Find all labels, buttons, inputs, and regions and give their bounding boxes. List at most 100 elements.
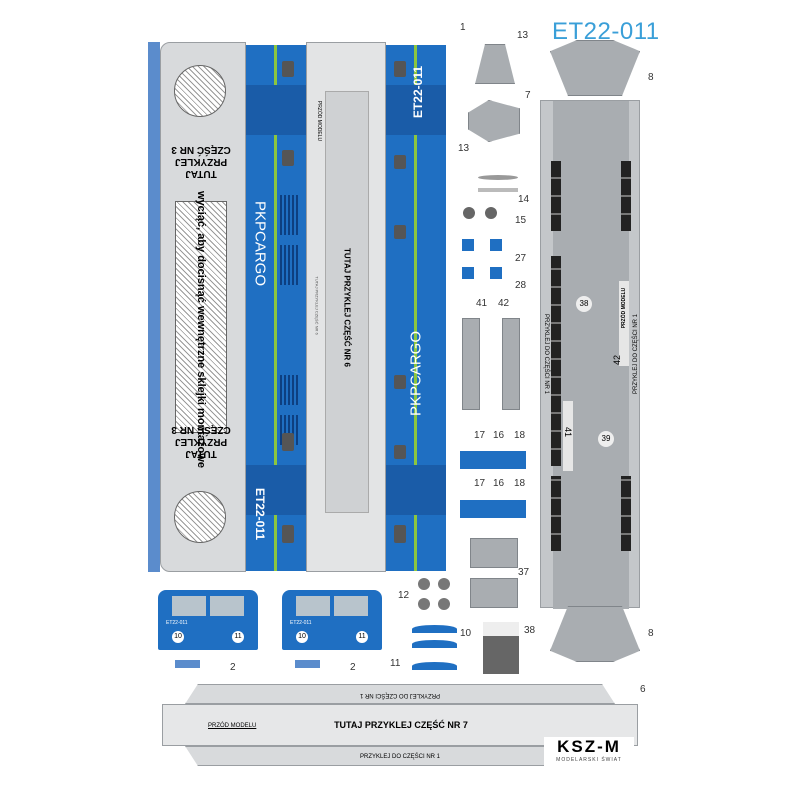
label-line: PRZYKLEJ bbox=[174, 436, 228, 447]
part7-floor: 38 39 41 42 PRZÓD MODELU PRZYKLEJ DO CZĘ… bbox=[540, 100, 640, 609]
loco-number: ET22-011 bbox=[411, 65, 425, 119]
cab-shade bbox=[246, 465, 306, 515]
marker-38: 38 bbox=[576, 296, 592, 312]
roof-inner bbox=[325, 91, 369, 513]
cab-window bbox=[210, 596, 244, 616]
part-number: 27 bbox=[515, 253, 527, 264]
part8-bottom bbox=[550, 606, 640, 662]
cab-marker-11: 11 bbox=[232, 631, 244, 643]
part6-top-flap: PRZYKLEJ DO CZĘŚCI NR 1 bbox=[185, 684, 615, 704]
floor-side-label-left: PRZYKLEJ DO CZĘŚCI NR 1 bbox=[543, 313, 549, 394]
part3-glue-label-top: TUTAJ PRZYKLEJ CZĘŚĆ NR 3 bbox=[151, 143, 251, 179]
label-line: PRZYKLEJ bbox=[174, 156, 228, 167]
part-number: 17 bbox=[474, 430, 486, 441]
window bbox=[394, 445, 406, 459]
window bbox=[282, 525, 294, 543]
vent bbox=[551, 256, 561, 466]
part6-bottom-label: PRZYKLEJ DO CZĘŚCI NR 1 bbox=[359, 754, 440, 760]
part15 bbox=[463, 207, 475, 219]
brand-label: PKPCARGO bbox=[407, 330, 425, 417]
ksz-m-logo: KSZ-M MODELARSKI ŚWIAT bbox=[544, 737, 634, 773]
part-number: 1 bbox=[460, 22, 466, 33]
part6-top-label: PRZYKLEJ DO CZĘŚCI NR 1 bbox=[360, 692, 441, 698]
part6-front-label: PRZÓD MODELU bbox=[208, 723, 257, 729]
vent bbox=[621, 476, 631, 551]
front-label: PRZÓD MODELU bbox=[316, 100, 322, 142]
cab-shade bbox=[246, 85, 306, 135]
cutout-circle-bottom bbox=[174, 491, 226, 543]
part28 bbox=[462, 267, 474, 279]
part14 bbox=[478, 188, 518, 192]
label-line: TUTAJ bbox=[185, 168, 217, 179]
part13-bottom bbox=[468, 100, 520, 142]
marker-41: 41 bbox=[563, 426, 573, 437]
part-number: 18 bbox=[514, 478, 526, 489]
vent bbox=[551, 476, 561, 551]
marker-42-area bbox=[619, 281, 629, 366]
part-number: 8 bbox=[648, 628, 654, 639]
label-line: TUTAJ bbox=[185, 448, 217, 459]
cab-marker-10: 10 bbox=[296, 631, 308, 643]
green-stripe bbox=[274, 45, 277, 571]
part-number: 2 bbox=[350, 662, 356, 673]
part37-bottom bbox=[470, 578, 518, 608]
side-panel-right: ET22-011 PKPCARGO bbox=[386, 45, 446, 571]
roof-small-label: TUTAJ PRZYKLEJ CZĘŚĆ NR 6 bbox=[314, 276, 320, 335]
cutout-circle-top bbox=[174, 65, 226, 117]
window bbox=[394, 225, 406, 239]
part-number: 15 bbox=[515, 215, 527, 226]
window bbox=[282, 433, 294, 451]
part-number: 6 bbox=[640, 684, 646, 695]
roof-panel: PRZÓD MODELU TUTAJ PRZYKLEJ CZĘŚĆ NR 6 T… bbox=[306, 42, 386, 572]
cab-number: ET22-011 bbox=[290, 620, 312, 626]
vent bbox=[621, 161, 631, 231]
part-number: 13 bbox=[517, 30, 529, 41]
part38-small bbox=[483, 622, 519, 674]
marker-39: 39 bbox=[598, 431, 614, 447]
window bbox=[394, 525, 406, 543]
window bbox=[394, 61, 406, 77]
window bbox=[394, 375, 406, 389]
part-number: 17 bbox=[474, 478, 486, 489]
part16-17-18 bbox=[460, 492, 526, 518]
window bbox=[394, 155, 406, 169]
cutout-label: wyciąć, aby docisnąć wewnętrzne sklejki … bbox=[195, 191, 207, 468]
part13-top bbox=[475, 44, 515, 84]
cab-marker-10: 10 bbox=[172, 631, 184, 643]
part-number: 18 bbox=[514, 430, 526, 441]
part-number: 14 bbox=[518, 194, 530, 205]
part10 bbox=[412, 640, 457, 648]
part2-strip bbox=[175, 660, 200, 668]
part3-panel: TUTAJ PRZYKLEJ CZĘŚĆ NR 3 wyciąć, aby do… bbox=[160, 42, 246, 572]
grille bbox=[280, 375, 300, 405]
part2-strip bbox=[295, 660, 320, 668]
part10 bbox=[412, 625, 457, 633]
part37-top bbox=[470, 538, 518, 568]
label-line: CZĘŚĆ NR 3 bbox=[171, 424, 231, 435]
cab-number: ET22-011 bbox=[166, 620, 188, 626]
label-line: CZĘŚĆ NR 3 bbox=[171, 144, 231, 155]
part14 bbox=[478, 175, 518, 180]
part12 bbox=[418, 598, 430, 610]
part11 bbox=[412, 662, 457, 670]
part3-glue-label-bottom: TUTAJ PRZYKLEJ CZĘŚĆ NR 3 bbox=[151, 423, 251, 459]
part12 bbox=[438, 598, 450, 610]
part-number: 28 bbox=[515, 280, 527, 291]
grille bbox=[280, 245, 300, 285]
cab-window bbox=[172, 596, 206, 616]
logo-tagline: MODELARSKI ŚWIAT bbox=[556, 757, 622, 763]
part-number: 7 bbox=[525, 90, 531, 101]
cab-shade bbox=[386, 85, 446, 135]
green-stripe bbox=[414, 45, 417, 571]
cab-front-1: ET22-011 10 11 bbox=[158, 590, 258, 650]
part-number: 11 bbox=[390, 658, 401, 669]
cab-window bbox=[334, 596, 368, 616]
part27 bbox=[462, 239, 474, 251]
window bbox=[282, 150, 294, 166]
part-number: 16 bbox=[493, 430, 505, 441]
part-number: 13 bbox=[458, 143, 470, 154]
cab-shade bbox=[386, 465, 446, 515]
brand-label: PKPCARGO bbox=[251, 200, 269, 287]
part28 bbox=[490, 267, 502, 279]
